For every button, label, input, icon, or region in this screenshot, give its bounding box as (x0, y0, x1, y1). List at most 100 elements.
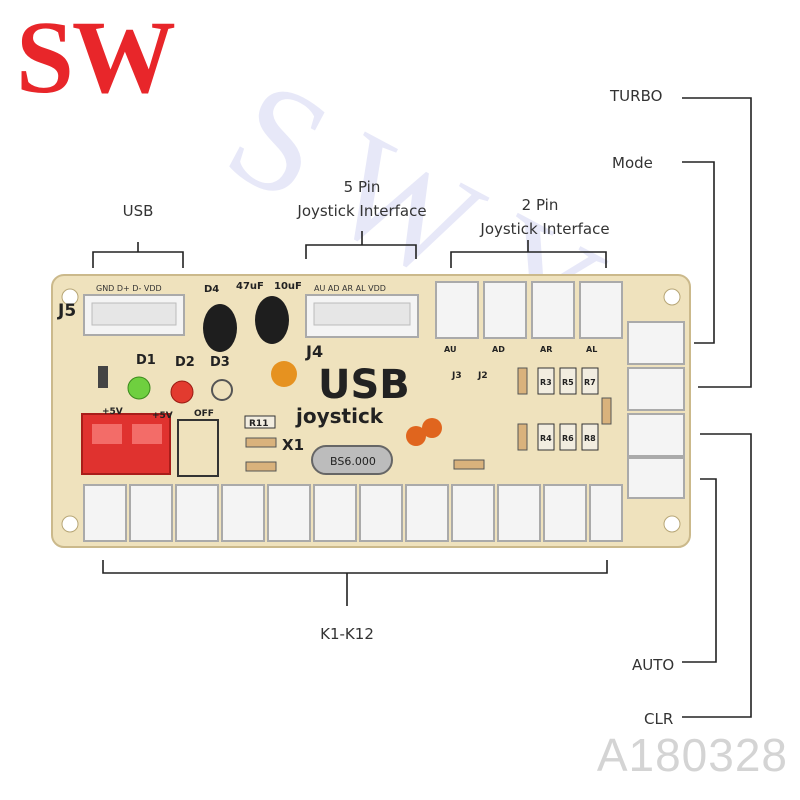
au-label: AU (444, 345, 456, 354)
usb-bracket (92, 242, 184, 268)
turbo-callout: TURBO (610, 87, 663, 105)
r11-label: R11 (249, 419, 268, 429)
plus5v-label-2: +5V (152, 411, 173, 421)
j3-label: J3 (451, 371, 462, 381)
clr-callout: CLR (644, 710, 674, 728)
two-pin-connector-al[interactable] (579, 281, 623, 339)
auto-connector[interactable] (627, 457, 685, 499)
sw-logo: SW (16, 0, 176, 115)
r7-resistor (581, 367, 599, 395)
board-title: USB (318, 362, 410, 408)
k2-connector[interactable] (129, 484, 173, 542)
model-code: A180328 (596, 729, 788, 781)
k4-connector[interactable] (221, 484, 265, 542)
callout-lines (92, 97, 752, 718)
mount-hole (663, 515, 681, 533)
ceramic-capacitor (422, 418, 442, 438)
resistor (517, 367, 528, 395)
al-label: AL (586, 345, 597, 354)
k6-connector[interactable] (313, 484, 357, 542)
usb-connector-slot (91, 302, 177, 326)
two-pin-callout-line1: 2 Pin (521, 196, 559, 214)
k12-connector[interactable] (589, 484, 623, 542)
crystal-oscillator (311, 445, 393, 475)
d1-label: D1 (136, 353, 156, 368)
r11-resistor (244, 415, 276, 429)
ad-label: AD (492, 345, 505, 354)
resistor (245, 437, 277, 448)
r4-resistor (537, 423, 555, 451)
capacitor-10uf (255, 296, 289, 344)
k10-connector[interactable] (497, 484, 541, 542)
cap1-label: 47uF (236, 281, 264, 292)
k3-connector[interactable] (175, 484, 219, 542)
ceramic-capacitor (271, 361, 297, 387)
x1-label: X1 (282, 436, 304, 454)
r5-resistor (559, 367, 577, 395)
k11-connector[interactable] (543, 484, 587, 542)
mode-callout: Mode (612, 154, 653, 172)
resistor (517, 423, 528, 451)
k1-connector[interactable] (83, 484, 127, 542)
j5-label: J5 (57, 301, 76, 321)
off-label: OFF (194, 409, 214, 419)
two-pin-connector-au[interactable] (435, 281, 479, 339)
r3-resistor (537, 367, 555, 395)
two-pin-connector-ar[interactable] (531, 281, 575, 339)
resistor (453, 459, 485, 470)
r8-resistor (581, 423, 599, 451)
resistor (245, 461, 277, 472)
j2-label: J2 (477, 371, 488, 381)
mount-hole (663, 288, 681, 306)
r6-resistor (559, 423, 577, 451)
j4-label: J4 (305, 342, 323, 361)
stick-pin-labels: AU AD AR AL VDD (314, 284, 386, 293)
r4-label: R4 (540, 434, 552, 443)
crystal-label: BS6.000 (330, 455, 376, 468)
plus5v-label-1: +5V (102, 407, 123, 417)
five-pin-slot (313, 302, 411, 326)
resistor (601, 397, 612, 425)
five-pin-callout-line2: Joystick Interface (297, 202, 427, 220)
k8-connector[interactable] (405, 484, 449, 542)
green-led (127, 376, 151, 400)
board-subtitle: joystick (295, 404, 384, 428)
five-pin-callout-line1: 5 Pin (343, 178, 381, 196)
keys-callout: K1-K12 (320, 625, 374, 643)
key-connectors (83, 484, 623, 542)
ceramic-capacitor (406, 426, 426, 446)
r8-label: R8 (584, 434, 596, 443)
capacitor-47uf (203, 304, 237, 352)
auto-callout: AUTO (632, 656, 675, 674)
five-pin-bracket (305, 231, 417, 259)
k9-connector[interactable] (451, 484, 495, 542)
switch-outline (177, 419, 219, 477)
mode-leader (682, 161, 715, 344)
two-pin-connector-ad[interactable] (483, 281, 527, 339)
auto-leader (682, 478, 717, 663)
small-diode (98, 366, 108, 388)
turbo-connector[interactable] (627, 321, 685, 365)
mode-connector[interactable] (627, 367, 685, 411)
r7-label: R7 (584, 378, 596, 387)
k5-connector[interactable] (267, 484, 311, 542)
red-led (170, 380, 194, 404)
usb-pin-labels: GND D+ D- VDD (96, 284, 162, 293)
usb-callout: USB (122, 202, 154, 220)
cap2-label: 10uF (274, 281, 302, 292)
d3-label: D3 (210, 355, 230, 370)
clr-connector[interactable] (627, 413, 685, 457)
switch-slot (92, 424, 122, 444)
k7-connector[interactable] (359, 484, 403, 542)
clr-leader (682, 433, 752, 718)
r5-label: R5 (562, 378, 574, 387)
two-pin-bracket (450, 240, 607, 268)
r6-label: R6 (562, 434, 574, 443)
r3-label: R3 (540, 378, 552, 387)
d4-label: D4 (204, 284, 219, 295)
ar-label: AR (540, 345, 552, 354)
switch-slot (132, 424, 162, 444)
turbo-leader (682, 97, 752, 388)
keys-bracket (102, 560, 608, 606)
